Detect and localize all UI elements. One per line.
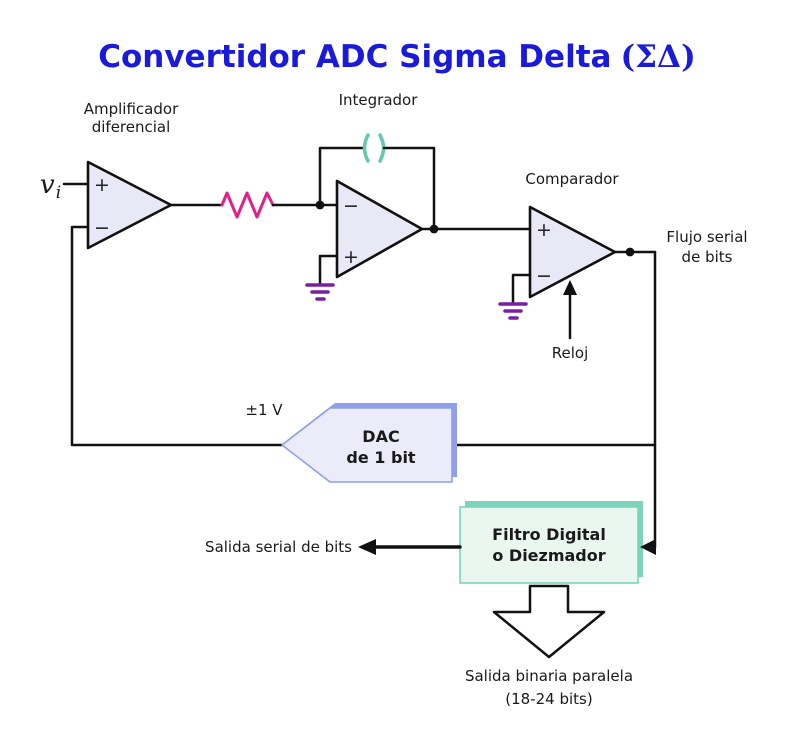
- diagram-title: Convertidor ADC Sigma Delta(ΣΔ): [98, 39, 696, 75]
- junction-dot-integrator-output: [429, 224, 439, 234]
- integrator-feedback-wire-left: [318, 146, 366, 207]
- filter-block: Filtro Digital o Diezmador: [459, 501, 643, 584]
- integrator-label: Integrador: [339, 91, 419, 109]
- title-prefix: Convertidor ADC Sigma Delta: [98, 39, 611, 75]
- dac-label-line2: de 1 bit: [346, 448, 416, 467]
- integrator-minus-sign: −: [343, 195, 359, 217]
- diff-amp-label-line2: diferencial: [92, 118, 171, 136]
- comparator-plus-sign: +: [536, 219, 552, 241]
- serial-out-arrowhead: [358, 539, 376, 555]
- serial-flow-label-line2: de bits: [682, 248, 733, 266]
- dac-block: DAC de 1 bit: [281, 403, 457, 483]
- dac-voltage-label: ±1 V: [245, 401, 283, 419]
- integrator-triangle: [335, 179, 424, 279]
- parallel-out-label-line1: Salida binaria paralela: [465, 667, 633, 685]
- comparator-minus-sign: −: [536, 265, 552, 287]
- vi-subscript: i: [56, 183, 61, 203]
- clock-arrowhead: [563, 280, 577, 295]
- resistor-icon: [220, 191, 275, 219]
- integrator-ground-wire: [318, 254, 339, 286]
- dac-label-line1: DAC: [362, 427, 399, 446]
- filter-label-line2: o Diezmador: [492, 546, 605, 565]
- serial-flow-label-line1: Flujo serial: [666, 228, 747, 246]
- filter-input-arrowhead: [640, 539, 656, 555]
- capacitor-icon: [362, 133, 370, 163]
- diff-amp-minus-sign: −: [94, 217, 110, 239]
- diff-amp-triangle: [86, 160, 173, 250]
- vi-symbol: v: [40, 170, 55, 200]
- feedback-wire: [70, 225, 285, 447]
- parallel-out-label-line2: (18-24 bits): [505, 690, 592, 708]
- diff-amp-label-line1: Amplificador: [84, 100, 179, 118]
- integrator-feedback-wire-right: [382, 146, 436, 231]
- comparator-triangle: [528, 205, 617, 299]
- filter-label-line1: Filtro Digital: [492, 525, 606, 544]
- parallel-output-arrow: [492, 584, 606, 659]
- dac-block-body: [281, 407, 453, 483]
- junction-dot-comparator-output: [625, 247, 635, 257]
- comparator-ground-wire: [511, 273, 532, 305]
- ground-icon: [305, 283, 335, 301]
- vi-label: vi: [40, 170, 61, 203]
- title-math: (ΣΔ): [620, 39, 695, 75]
- diff-amp-plus-sign: +: [94, 174, 110, 196]
- integrator-plus-sign: +: [343, 246, 359, 268]
- ground-icon: [498, 302, 528, 320]
- clock-label: Reloj: [552, 344, 589, 362]
- comparator-label: Comparador: [525, 170, 619, 188]
- filter-block-body: [459, 506, 639, 584]
- serial-out-label: Salida serial de bits: [205, 538, 352, 556]
